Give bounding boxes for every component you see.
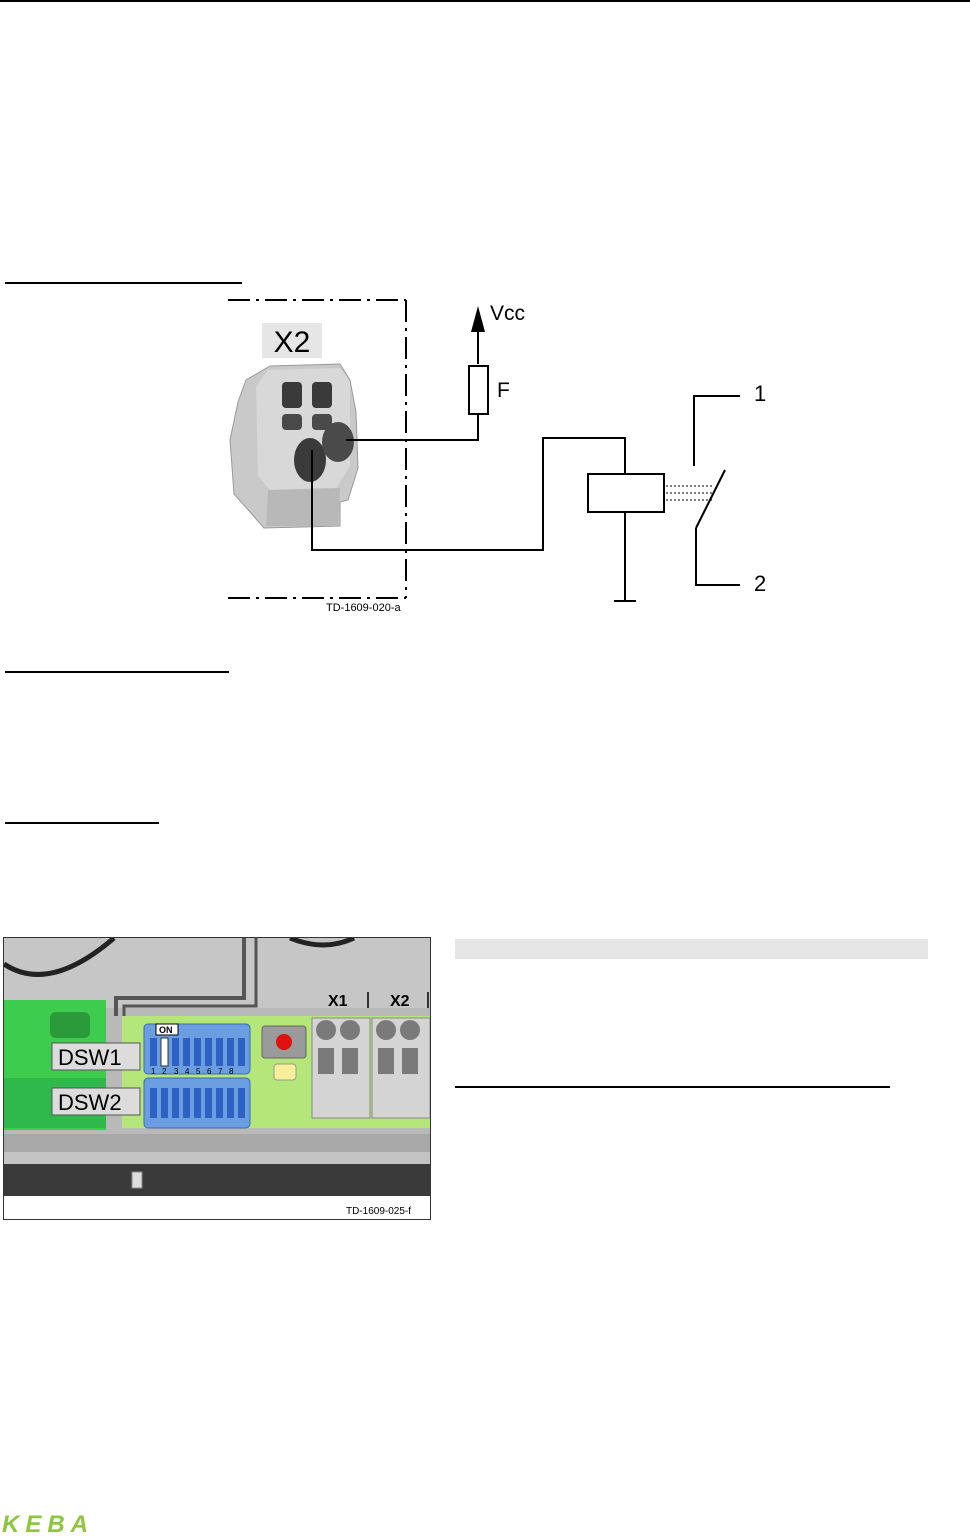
device-boundary (228, 299, 407, 599)
coil-wire (311, 437, 626, 551)
contact-1-wire (693, 395, 740, 466)
status-led (273, 1063, 297, 1081)
dsw2-label: DSW2 (58, 1090, 122, 1115)
switch-number: 7 (218, 1067, 223, 1076)
x2-label: X2 (390, 993, 410, 1010)
contact-1-label: 1 (754, 381, 766, 406)
terminal-label: X2 (274, 326, 311, 359)
supply-label: Vcc (490, 302, 525, 325)
keba-logo: KEBA (2, 1511, 94, 1536)
switch-number: 6 (207, 1067, 212, 1076)
fuse-symbol (468, 365, 489, 415)
switch-number: 2 (162, 1067, 167, 1076)
section-rule-2 (5, 671, 229, 673)
table-rule (455, 1086, 890, 1088)
header-rule (0, 0, 970, 2)
photo-figure-id: TD-1609-025-f (346, 1206, 411, 1217)
supply-wire (346, 414, 479, 441)
table-header-bar (455, 939, 928, 959)
contact-2-label: 2 (754, 571, 766, 596)
terminal-block-icon (229, 363, 359, 529)
switch-number: 1 (151, 1067, 156, 1076)
switch-blade (695, 469, 726, 529)
fuse-label: F (497, 379, 510, 402)
wiring-diagram: X2 Vcc F 1 2 TD-1609-020-a (228, 299, 766, 614)
switch-number: 4 (185, 1067, 190, 1076)
switch-number: 3 (174, 1067, 179, 1076)
board-photo: ON 2 3 4 5 6 7 8 1 (3, 937, 431, 1220)
dsw1-label: DSW1 (58, 1045, 122, 1070)
switch-number: 5 (196, 1067, 201, 1076)
section-rule-3 (5, 822, 159, 824)
contact-2-wire (695, 528, 740, 586)
section-rule-1 (5, 282, 242, 284)
x1-label: X1 (328, 993, 348, 1010)
relay-coil (587, 473, 665, 513)
logo-text: KEBA (2, 1511, 94, 1536)
on-label: ON (159, 1025, 173, 1035)
switch-number: 8 (229, 1067, 234, 1076)
figure-id: TD-1609-020-a (326, 602, 401, 614)
supply-arrow-icon (471, 306, 485, 332)
